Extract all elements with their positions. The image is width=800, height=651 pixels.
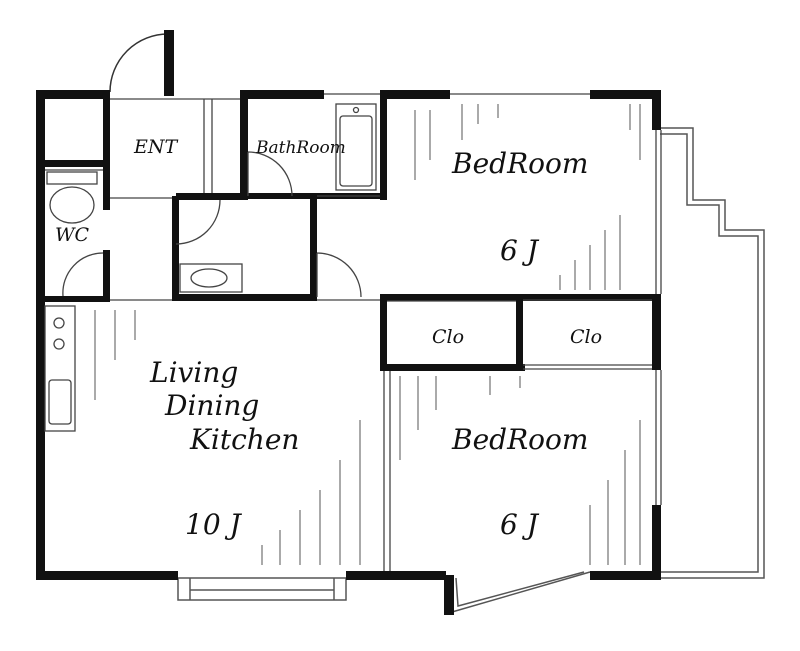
room-label-bedroom-lower: BedRoom (451, 423, 588, 456)
room-label-ldk-kitchen: Kitchen (189, 423, 299, 456)
room-label-closet-right: Clo (570, 326, 602, 348)
room-label-ldk-dining: Dining (164, 389, 259, 422)
balcony (660, 127, 765, 579)
interior-walls (36, 90, 661, 371)
room-size-ldk: 10 J (185, 508, 243, 541)
outer-walls (36, 90, 661, 580)
room-label-bathroom: BathRoom (255, 138, 346, 158)
entrance-door-leaf (164, 30, 174, 96)
bay-window-post (444, 575, 454, 615)
entrance-door (109, 33, 169, 93)
room-size-bedroom-upper: 6 J (500, 234, 540, 267)
fixtures (44, 93, 662, 571)
room-label-bedroom-upper: BedRoom (451, 147, 588, 180)
room-label-ent: ENT (133, 136, 178, 158)
room-label-closet-left: Clo (432, 326, 464, 348)
ldk-window (177, 577, 347, 601)
room-label-ldk-living: Living (149, 356, 238, 389)
room-size-bedroom-lower: 6 J (500, 508, 540, 541)
room-label-wc: WC (55, 224, 90, 246)
bay-window (447, 571, 591, 613)
floor-hatching (94, 104, 641, 565)
